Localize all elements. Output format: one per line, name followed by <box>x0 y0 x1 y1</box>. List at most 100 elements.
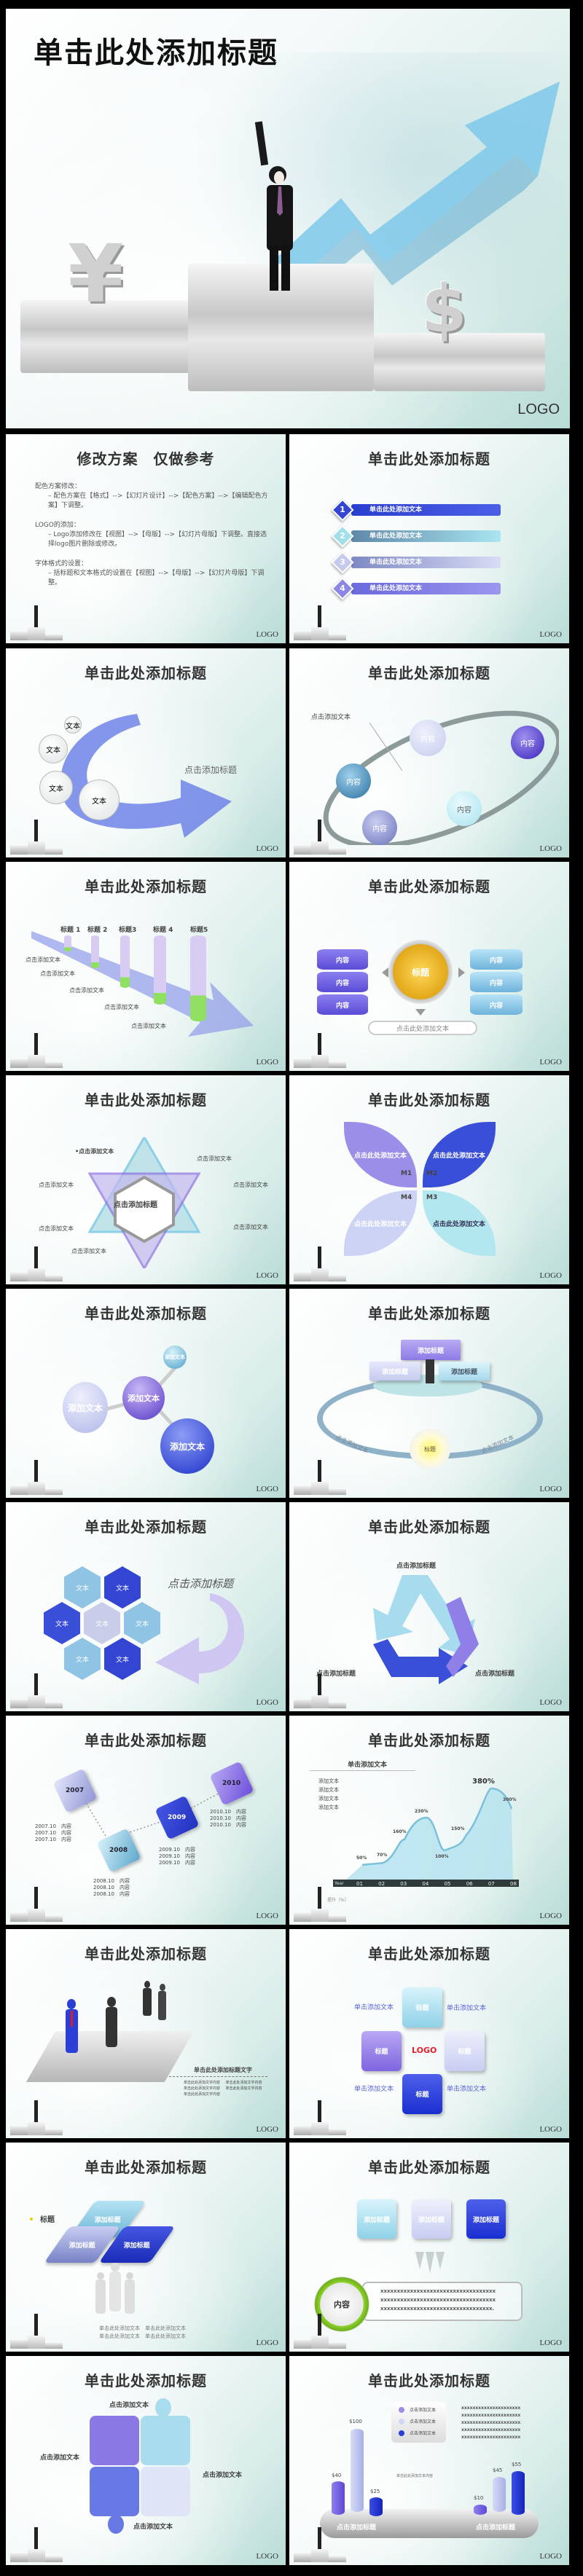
hex-cell[interactable]: 文本 <box>64 1566 101 1609</box>
list-band-4[interactable]: 单击此处添加文本 <box>351 583 501 594</box>
slide-title[interactable]: 单击此处添加标题 <box>368 1732 490 1749</box>
group-label[interactable]: 点击添加标题 <box>337 2524 377 2532</box>
node-ball[interactable]: 内容 <box>511 726 544 759</box>
slide-title[interactable]: 单击此处添加标题 <box>85 2159 207 2176</box>
top-box[interactable]: 添加标题 <box>401 1340 461 1360</box>
point-label[interactable]: •点击添加文本 <box>75 1148 114 1155</box>
slide-title[interactable]: 单击此处添加标题 <box>85 1091 207 1109</box>
node-ball[interactable]: 内容 <box>362 810 397 845</box>
slide-title[interactable]: 单击此处添加标题 <box>85 664 207 682</box>
puzzle-label[interactable]: 点击添加文本 <box>109 2402 149 2409</box>
cycle-label[interactable]: 点击添加标题 <box>396 1563 437 1570</box>
molecule-ball[interactable]: 添加文本 <box>122 1376 165 1420</box>
list-band-3[interactable]: 单击此处添加文本 <box>351 557 501 568</box>
node-ball[interactable]: 内容 <box>336 763 371 798</box>
puzzle-label[interactable]: 点击添加文本 <box>133 2524 173 2531</box>
slide-title[interactable]: 单击此处添加标题 <box>368 2159 490 2176</box>
puzzle-label[interactable]: 点击添加文本 <box>203 2472 243 2479</box>
slide-jigsaw[interactable]: 单击此处添加标题 点击添加文本 点击添加文本 点击添加文本 点击添加文本 LOG… <box>6 2356 286 2565</box>
point-label[interactable]: 点击添加文本 <box>39 1182 74 1188</box>
node-ball[interactable]: 内容 <box>410 720 446 756</box>
point-label[interactable]: 点击添加文本 <box>197 1155 232 1162</box>
puzzle-piece[interactable] <box>90 2467 139 2516</box>
hex-cell[interactable]: 文本 <box>104 1638 141 1680</box>
footer-textbox[interactable]: 点击此处添加文本 <box>368 1021 477 1035</box>
slide-title[interactable]: 单击此处添加标题 <box>368 1945 490 1963</box>
slide-title[interactable]: 修改方案 仅做参考 <box>77 450 215 468</box>
flow-box[interactable]: 添加标题 <box>466 2199 506 2239</box>
petal-m2[interactable]: 点击此处添加文本 <box>423 1122 496 1187</box>
side-box[interactable]: 添加标题 <box>439 1362 490 1381</box>
cycle-label[interactable]: 点击添加标题 <box>316 1670 356 1678</box>
slide-title[interactable]: 单击此处添加标题 <box>85 1732 207 1749</box>
slide-flow-boxes[interactable]: 单击此处添加标题 添加标题 添加标题 添加标题 xxxxxxxxxxxxxxxx… <box>289 2143 569 2352</box>
stack-item[interactable]: 内容 <box>470 949 523 970</box>
slide-hexagram[interactable]: 单击此处添加标题 点击添加标题 •点击添加文本 点击添加文本 点击添加文本 点击… <box>6 1075 286 1284</box>
slide-curved-arrow[interactable]: 单击此处添加标题 文本 文本 文本 文本 点击添加标题 LOGO <box>6 648 286 857</box>
corner-text[interactable]: 单击添加文本 <box>354 2086 394 2093</box>
puzzle-piece[interactable] <box>90 2416 139 2465</box>
hex-cell[interactable]: 文本 <box>124 1602 160 1644</box>
stack-item[interactable]: 内容 <box>470 972 523 992</box>
slide-bar-compare[interactable]: 单击此处添加标题 点击添加文本 点击添加文本 点击添加文本 xxxxxxxxxx… <box>289 2356 569 2565</box>
puzzle-label[interactable]: 点击添加文本 <box>40 2454 80 2462</box>
circle-text[interactable]: 文本 <box>64 716 82 734</box>
slide-title[interactable]: 单击此处添加标题 <box>368 664 490 682</box>
puzzle-piece[interactable] <box>141 2467 190 2516</box>
corner-text[interactable]: 单击添加文本 <box>447 2005 487 2012</box>
point-label[interactable]: 点击添加文本 <box>71 1248 106 1254</box>
slide-hero[interactable]: 单击此处添加标题 ¥ $ LOGO <box>6 9 570 428</box>
slide-petals[interactable]: 单击此处添加标题 点击此处添加文本 点击此处添加文本 点击此处添加文本 点击此处… <box>289 1075 569 1284</box>
point-label[interactable]: 点击添加文本 <box>39 1225 74 1232</box>
list-band-1[interactable]: 单击此处添加文本 <box>351 504 501 516</box>
node-ball[interactable]: 内容 <box>447 791 482 826</box>
hex-cell[interactable]: 文本 <box>104 1566 141 1609</box>
stack-item[interactable]: 内容 <box>470 994 523 1015</box>
cross-tile-right[interactable]: 标题 <box>445 2031 485 2071</box>
hex-cell[interactable]: 文本 <box>44 1602 80 1644</box>
puzzle-piece[interactable] <box>141 2416 190 2465</box>
slide-title[interactable]: 单击此处添加标题 <box>368 1091 490 1109</box>
point-label[interactable]: 点击添加文本 <box>233 1182 268 1188</box>
step-label[interactable]: 点击添加文本 <box>26 957 60 963</box>
side-box[interactable]: 添加标题 <box>369 1362 420 1381</box>
point-label[interactable]: 点击添加文本 <box>233 1224 268 1230</box>
slide-honeycomb[interactable]: 单击此处添加标题 文本 文本 文本 文本 文本 文本 文本 点击添加标题 LOG… <box>6 1502 286 1711</box>
step-label[interactable]: 点击添加文本 <box>104 1004 139 1010</box>
slide-database-hub[interactable]: 单击此处添加标题 内容 内容 内容 标题 内容 内容 内容 点击此处添加文本 L… <box>289 862 569 1071</box>
content-circle[interactable]: 内容 <box>314 2277 369 2332</box>
hex-cell[interactable]: 文本 <box>84 1602 120 1644</box>
stack-item[interactable]: 内容 <box>317 949 368 970</box>
circle-text[interactable]: 文本 <box>79 780 120 820</box>
note-text[interactable]: 点击添加文本 <box>311 714 351 721</box>
slide-title[interactable]: 单击此处添加标题 <box>85 878 207 895</box>
corner-text[interactable]: 单击添加文本 <box>447 2086 487 2093</box>
slide-title[interactable]: 单击此处添加标题 <box>368 878 490 895</box>
hero-title[interactable]: 单击此处添加标题 <box>34 36 278 70</box>
center-title[interactable]: 点击添加标题 <box>114 1201 157 1209</box>
slide-title[interactable]: 单击此处添加标题 <box>85 1945 207 1963</box>
step-label[interactable]: 点击添加文本 <box>69 987 104 994</box>
cross-tile-bottom[interactable]: 标题 <box>402 2074 442 2114</box>
bullet-label[interactable]: 标题 <box>40 2216 55 2224</box>
slide-recycle[interactable]: 单击此处添加标题 点击添加标题 点击添加标题 点击添加标题 LOGO <box>289 1502 569 1711</box>
step-label[interactable]: 点击添加文本 <box>131 1023 166 1029</box>
heading-text[interactable]: 单击此处添加标题文字 <box>194 2067 252 2073</box>
group-label[interactable]: 点击添加标题 <box>476 2524 516 2532</box>
flow-box[interactable]: 添加标题 <box>357 2199 396 2239</box>
slide-logo-cross[interactable]: 单击此处添加标题 标题 标题 标题 标题 LOGO 单击添加文本 单击添加文本 … <box>289 1929 569 2138</box>
slide-blocks-team[interactable]: 单击此处添加标题 标题 添加标题 添加标题 添加标题 单击此处添加文本 单击此处… <box>6 2143 286 2352</box>
diagram-caption[interactable]: 点击添加标题 <box>168 1577 234 1590</box>
slide-title[interactable]: 单击此处添加标题 <box>85 2372 207 2390</box>
circle-text[interactable]: 文本 <box>39 771 73 804</box>
slide-ring-platform[interactable]: 单击此处添加标题 添加标题 添加标题 添加标题 标题 点击添加文本 点击添加文本… <box>289 1289 569 1498</box>
molecule-ball[interactable]: 添加文本 <box>160 1418 214 1474</box>
petal-m1[interactable]: 点击此处添加文本 <box>344 1122 417 1187</box>
diagram-caption[interactable]: 点击添加标题 <box>184 765 238 775</box>
slide-title[interactable]: 单击此处添加标题 <box>85 1305 207 1322</box>
circle-text[interactable]: 文本 <box>39 734 68 763</box>
slide-numbered-list[interactable]: 单击此处添加标题 单击此处添加文本 1 单击此处添加文本 2 单击此处添加文本 … <box>289 434 569 643</box>
cross-tile-left[interactable]: 标题 <box>361 2031 402 2071</box>
